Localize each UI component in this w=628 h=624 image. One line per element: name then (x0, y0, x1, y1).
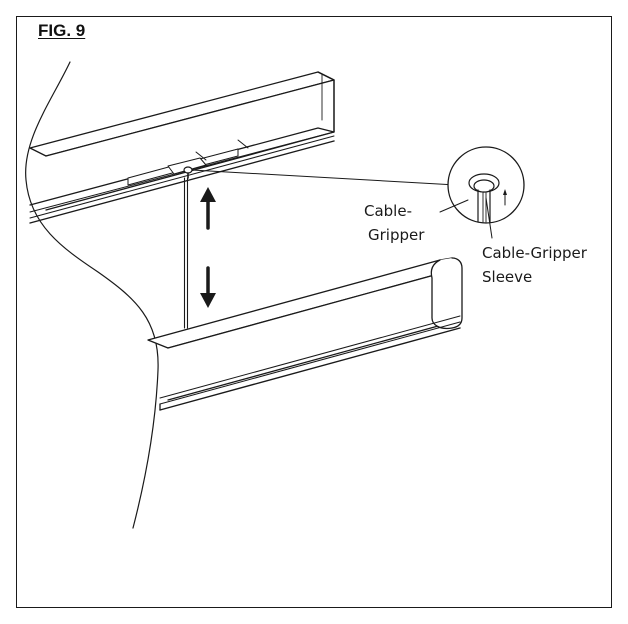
sleeve-label-line2: Sleeve (482, 268, 532, 286)
arrow-up-icon (200, 187, 216, 230)
ceiling-channel (29, 71, 335, 224)
sleeve-leader (485, 197, 493, 239)
cable-gripper-leader (439, 199, 469, 213)
callout-line (191, 169, 457, 186)
pendant-fixture (147, 257, 463, 411)
sleeve-label-line1: Cable-Gripper (482, 244, 588, 262)
figure-title: FIG. 9 (38, 21, 86, 40)
cable-gripper-label-line1: Cable- (364, 202, 412, 220)
cable-gripper-label-line2: Gripper (368, 226, 425, 244)
arrow-down-icon (200, 266, 216, 308)
ceiling-break-line (25, 61, 159, 529)
small-arrow-up-icon (503, 189, 507, 206)
suspension-cable (183, 166, 193, 329)
gripper-detail-callout (447, 146, 525, 224)
